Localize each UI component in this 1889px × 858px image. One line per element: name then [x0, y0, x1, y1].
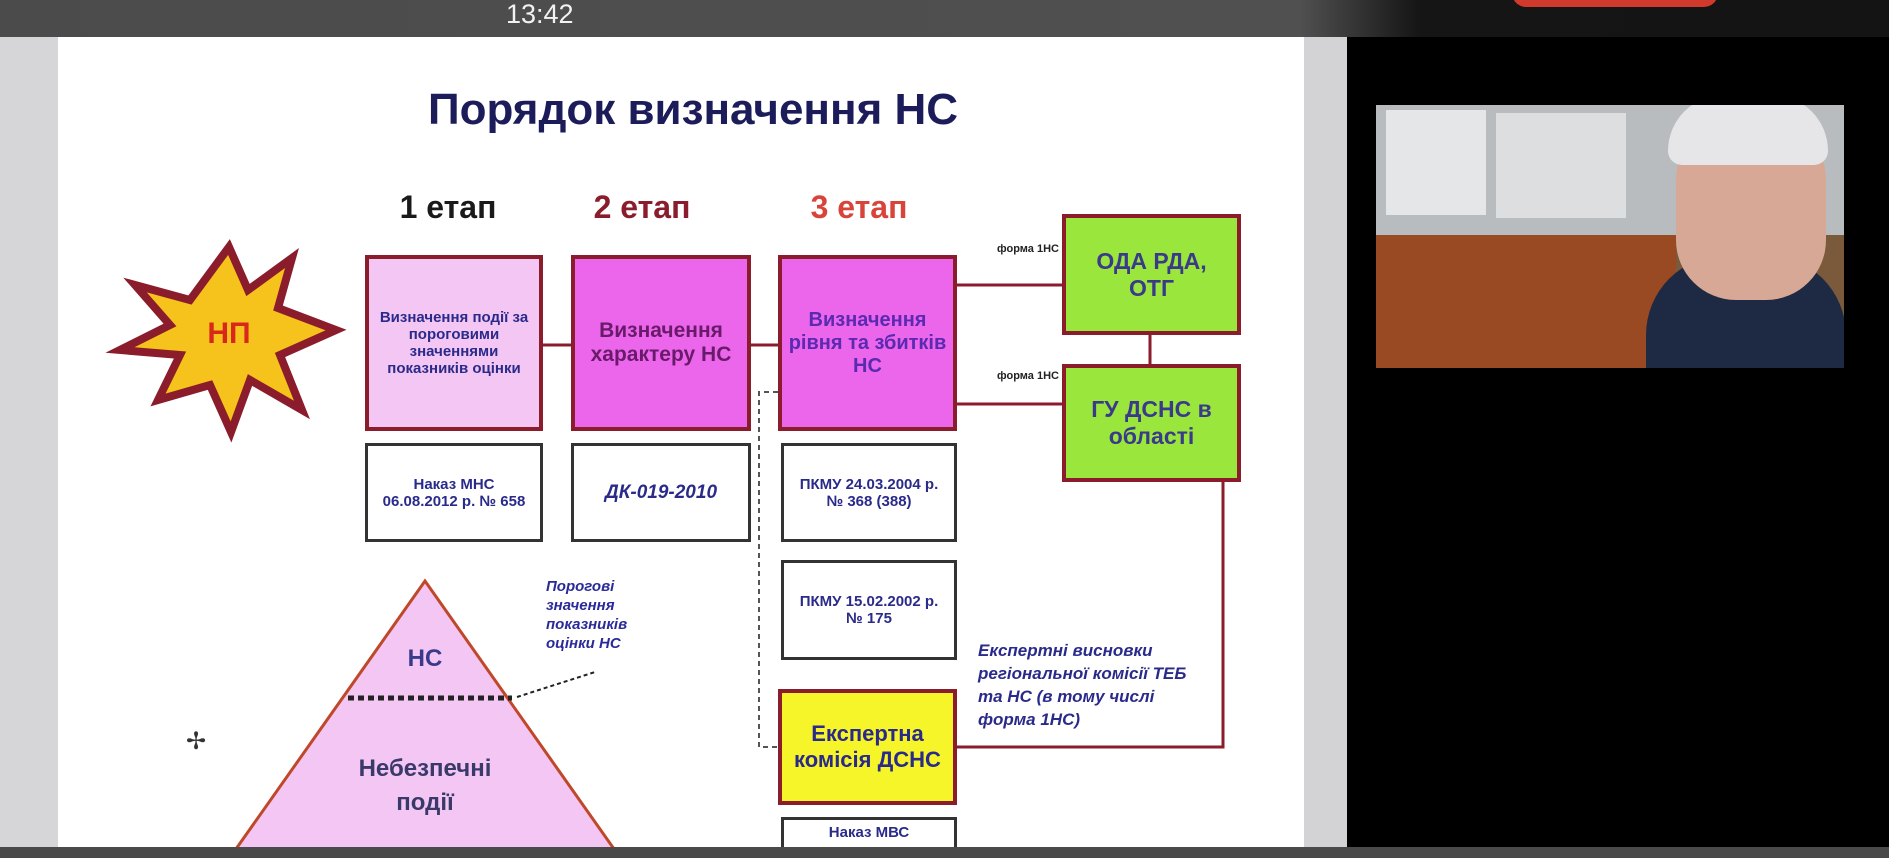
- presentation-slide: Порядок визначення НС 1 етап 2 етап 3 ет…: [58, 37, 1304, 857]
- leave-button[interactable]: [1512, 0, 1718, 7]
- pyramid-bottom-label: Небезпечні події: [358, 755, 492, 816]
- legal-box-2: ДК-019-2010: [571, 443, 751, 542]
- cursor-icon: ✢: [186, 728, 207, 755]
- video-cabinet: [1376, 235, 1676, 368]
- pyramid-top-label: НС: [407, 645, 443, 672]
- authority-box-oda: ОДА РДА, ОТГ: [1062, 214, 1241, 335]
- video-paper: [1496, 113, 1626, 218]
- diagram-shapes: [105, 239, 1225, 847]
- explosion-shape: [105, 239, 347, 443]
- pyramid-note: Порогові значення показників оцінки НС: [546, 578, 628, 652]
- step-box-3: Визначення рівня та збитків НС: [778, 255, 957, 431]
- ruler: [0, 37, 59, 847]
- clock: 13:42: [506, 0, 574, 29]
- stage-3-label: 3 етап: [810, 189, 908, 225]
- slide-title: Порядок визначення НС: [427, 85, 959, 134]
- arrow-label-2: форма 1НС: [997, 370, 1059, 382]
- scrollbar[interactable]: [1304, 37, 1347, 847]
- expert-note: Експертні висновки регіональної комісії …: [978, 641, 1187, 729]
- legal-box-3: ПКМУ 24.03.2004 р. № 368 (388): [781, 443, 957, 542]
- stage-2-label: 2 етап: [593, 189, 691, 225]
- expert-commission-box: Експертна комісія ДСНС: [778, 689, 957, 805]
- legal-box-4: ПКМУ 15.02.2002 р. № 175: [781, 560, 957, 660]
- authority-box-gu-dsns: ГУ ДСНС в області: [1062, 364, 1241, 482]
- arrow-label-1: форма 1НС: [997, 243, 1059, 255]
- legal-box-1: Наказ МНС 06.08.2012 р. № 658: [365, 443, 543, 542]
- video-paper: [1386, 110, 1486, 215]
- participant-video[interactable]: [1376, 105, 1844, 368]
- explosion-label: НП: [207, 317, 251, 350]
- bottom-bar: [0, 847, 1889, 858]
- step-box-2: Визначення характеру НС: [571, 255, 751, 431]
- video-person-hair: [1668, 105, 1828, 165]
- pyramid-shape: [235, 578, 615, 847]
- stage-1-label: 1 етап: [399, 189, 497, 225]
- step-box-1: Визначення події за пороговими значенням…: [365, 255, 543, 431]
